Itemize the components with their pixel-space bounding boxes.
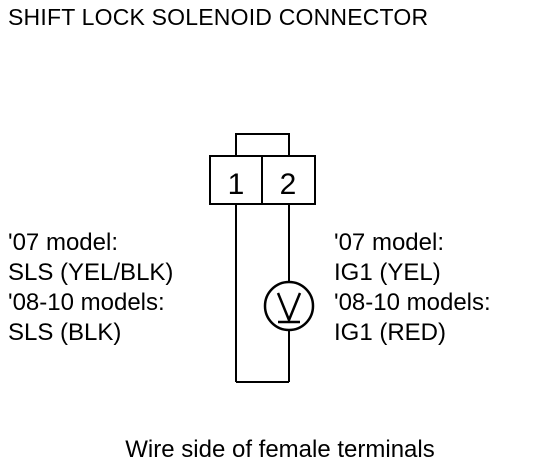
left-label-line: '07 model: [8, 229, 118, 256]
right-label-line: '07 model: [334, 229, 444, 256]
left-wire-labels: '07 model: SLS (YEL/BLK) '08-10 models: … [8, 228, 173, 348]
diagram-title: SHIFT LOCK SOLENOID CONNECTOR [8, 4, 429, 30]
left-label-line: SLS (YEL/BLK) [8, 259, 174, 286]
voltmeter-icon [263, 280, 315, 332]
right-label-line: IG1 (RED) [334, 319, 447, 346]
right-label-line: IG1 (YEL) [334, 259, 441, 286]
connector-lock-tab [235, 133, 290, 156]
left-label-line: SLS (BLK) [8, 319, 122, 346]
right-wire-labels: '07 model: IG1 (YEL) '08-10 models: IG1 … [334, 228, 491, 348]
right-label-line: '08-10 models: [334, 289, 491, 316]
left-label-line: '08-10 models: [8, 289, 165, 316]
diagram-caption: Wire side of female terminals [125, 436, 435, 463]
pin-1-label: 1 [228, 168, 245, 201]
pin-2-label: 2 [280, 168, 297, 201]
